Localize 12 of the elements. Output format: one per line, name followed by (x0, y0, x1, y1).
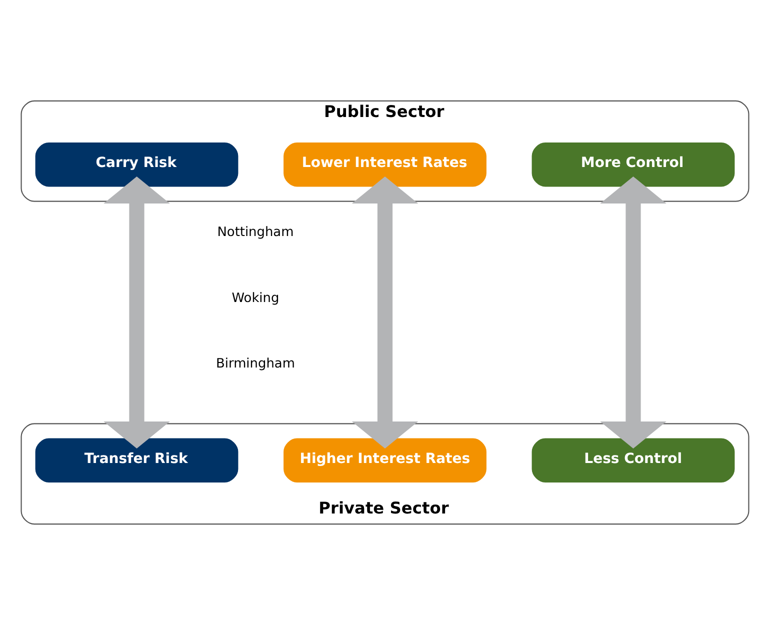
node-box: Transfer Risk (35, 438, 238, 482)
node-box: Higher Interest Rates (284, 438, 486, 482)
label: Woking (232, 290, 280, 306)
node-box: More Control (532, 142, 735, 187)
node-box: Carry Risk (35, 142, 238, 187)
arrow (600, 176, 666, 449)
label: Birmingham (216, 356, 295, 372)
node-box: Less Control (532, 438, 735, 482)
arrow (104, 176, 170, 449)
node-box: Lower Interest Rates (284, 142, 486, 187)
arrow (352, 176, 418, 449)
label: Nottingham (217, 224, 294, 240)
